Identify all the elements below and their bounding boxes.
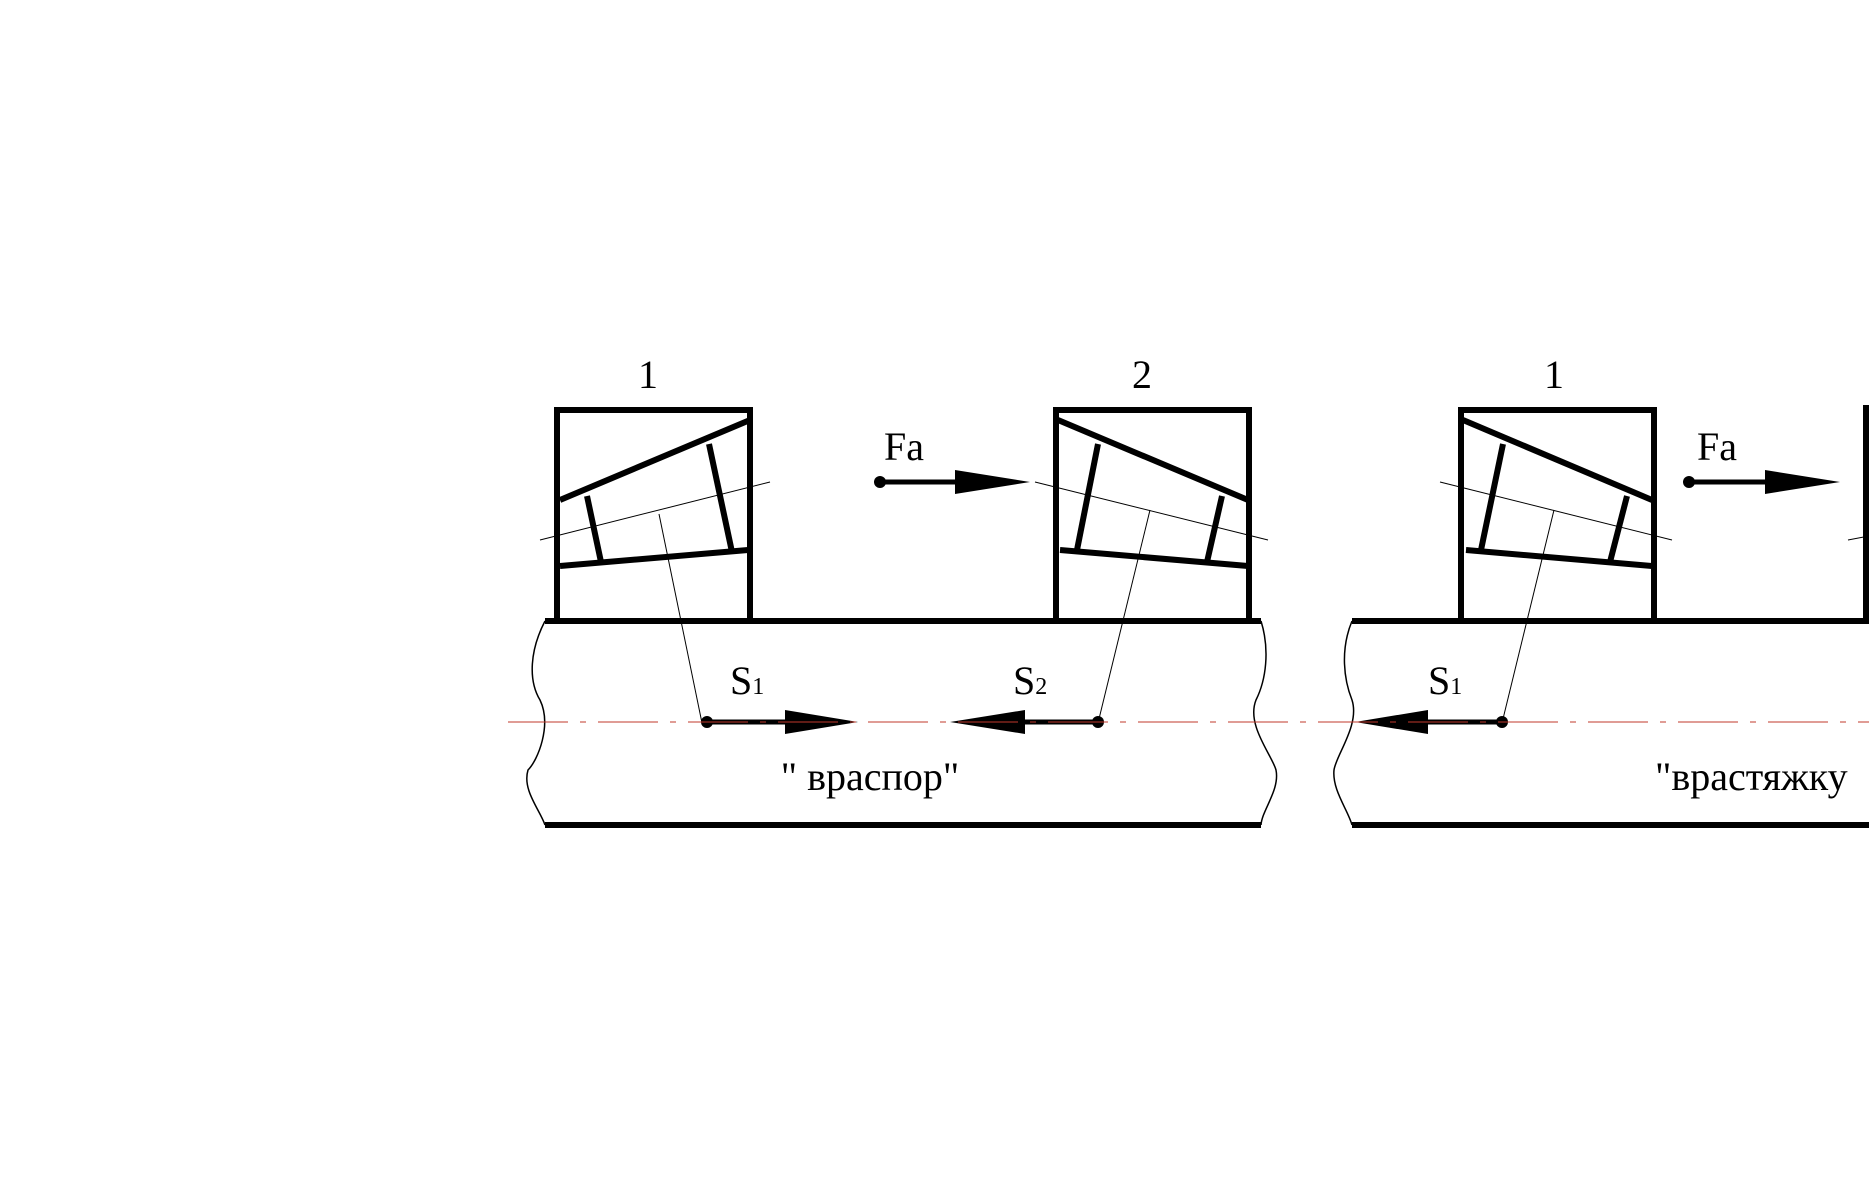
bearing-1-right: [1439, 407, 1673, 724]
right-assembly: 1 Fa S1 "врастяжку: [1333, 352, 1869, 828]
left-fa-arrow: [874, 470, 1030, 494]
left-shaft: [526, 618, 1278, 828]
right-shaft: [1333, 618, 1869, 828]
bearing-2-label: 2: [1132, 352, 1152, 397]
bearing-1-right-roller-end-left: [1478, 443, 1506, 551]
left-s1-label: S1: [730, 658, 764, 703]
right-shaft-break-left: [1333, 620, 1355, 826]
bearing-1-roller-end-left: [584, 495, 604, 563]
left-shaft-break-right: [1253, 620, 1278, 826]
bearing-1-right-label: 1: [1544, 352, 1564, 397]
bearing-1-label: 1: [638, 352, 658, 397]
bearing-1-roller-end-right: [706, 443, 735, 553]
bearing-2-inner-race: [1059, 547, 1249, 569]
bearing-1-right-roller-end-right: [1607, 495, 1630, 563]
bearing-2-housing: [1053, 407, 1252, 621]
right-caption: "врастяжку: [1655, 754, 1848, 799]
bearing-1-outer-race: [558, 417, 752, 503]
bearing-2-outer-race: [1056, 417, 1250, 503]
left-fa-label: Fa: [884, 424, 924, 469]
bearing-1-right-outer-race: [1461, 417, 1654, 503]
bearing-1-right-contact-line: [1501, 509, 1555, 724]
bearing-2-roller-end-right: [1204, 495, 1225, 563]
left-assembly: 1 2 Fa S1 S2 " враспор": [526, 352, 1278, 828]
bearing-2-right-partial: [1847, 405, 1869, 621]
bearing-2-contact-line: [1097, 509, 1151, 724]
bearing-2-roller-axis: [1034, 481, 1269, 541]
bearing-1-housing: [554, 407, 753, 621]
bearing-2-roller-end-left: [1074, 443, 1101, 551]
left-s2-label: S2: [1013, 658, 1047, 703]
left-shaft-break-left: [526, 620, 546, 826]
bearing-1-right-inner-race: [1465, 547, 1653, 569]
left-caption: " враспор": [781, 754, 959, 799]
bearing-1-roller-axis: [539, 481, 771, 541]
bearing-1-contact-line: [658, 513, 703, 724]
bearing-1-left: [539, 407, 771, 724]
bearing-1-right-roller-axis: [1439, 481, 1673, 541]
right-fa-arrow: [1683, 470, 1840, 494]
right-fa-label: Fa: [1697, 424, 1737, 469]
right-s1-label: S1: [1428, 658, 1462, 703]
bearing-1-inner-race: [559, 547, 749, 569]
bearing-2-left: [1034, 407, 1269, 724]
bearing-1-right-housing: [1458, 407, 1657, 621]
